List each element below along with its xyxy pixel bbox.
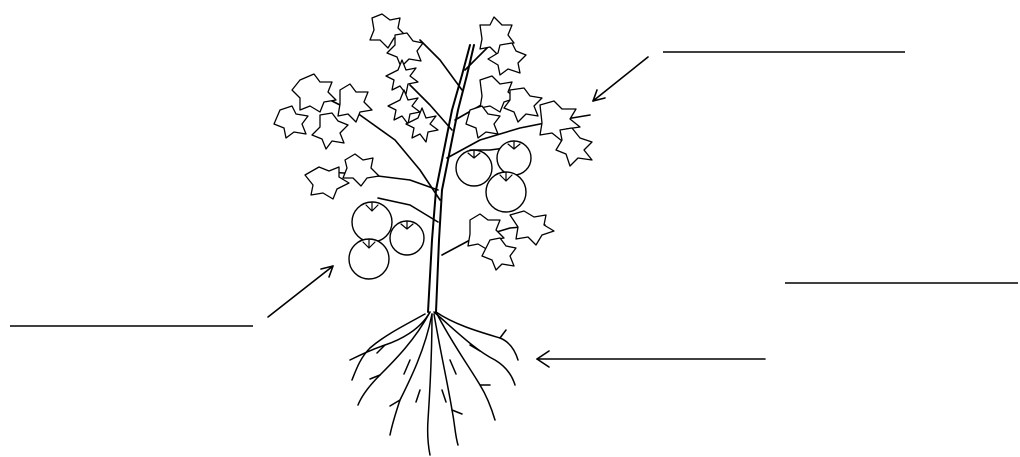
- arrow-to-roots: [537, 351, 765, 367]
- flowers: [386, 60, 438, 142]
- tomato-plant-illustration: [274, 14, 592, 455]
- arrow-to-fruit: [268, 266, 333, 317]
- arrow-to-leaves: [593, 57, 648, 101]
- roots: [350, 312, 518, 455]
